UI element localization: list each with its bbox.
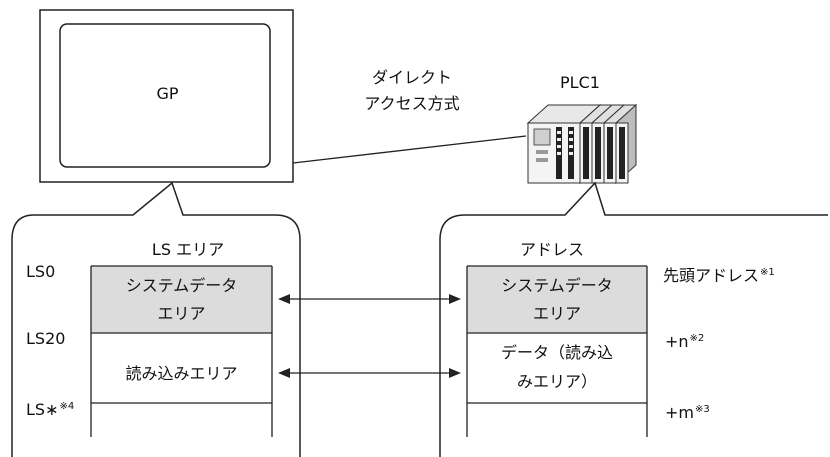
ls-system-area-line1: システムデータ — [125, 276, 238, 295]
plc-icon — [526, 103, 638, 185]
plc-head-address: 先頭アドレス※1 — [663, 266, 775, 285]
ls-read-area: 読み込みエリア — [125, 364, 238, 383]
plc-system-area-line1: システムデータ — [501, 276, 613, 295]
gp-callout — [11, 181, 301, 457]
connection-cable — [292, 135, 527, 164]
ls-end-address: LS∗※4 — [26, 400, 75, 419]
system-data-arrow — [278, 294, 461, 304]
ls-memory-table — [90, 265, 273, 437]
ls-area-title: LS エリア — [151, 240, 225, 259]
plc-address-title: アドレス — [519, 240, 584, 259]
ls0-address: LS0 — [26, 262, 56, 281]
plc-offset-m: +m※3 — [665, 403, 710, 422]
plc-label: PLC1 — [560, 73, 600, 92]
plc-data-area-line2: みエリア） — [516, 372, 597, 391]
plc-data-area-line1: データ（読み込 — [500, 343, 613, 362]
ls20-address: LS20 — [26, 329, 66, 348]
read-data-arrow — [278, 368, 461, 378]
plc-memory-table — [466, 265, 648, 437]
plc-callout — [439, 181, 828, 457]
ls-system-area-line2: エリア — [157, 304, 206, 323]
plc-system-area-line2: エリア — [532, 304, 581, 323]
gp-label: GP — [156, 84, 179, 103]
plc-offset-n: +n※2 — [665, 332, 705, 351]
connection-method-line1: ダイレクト — [371, 68, 452, 87]
connection-method-line2: アクセス方式 — [364, 94, 460, 113]
gp-screen — [59, 23, 271, 168]
